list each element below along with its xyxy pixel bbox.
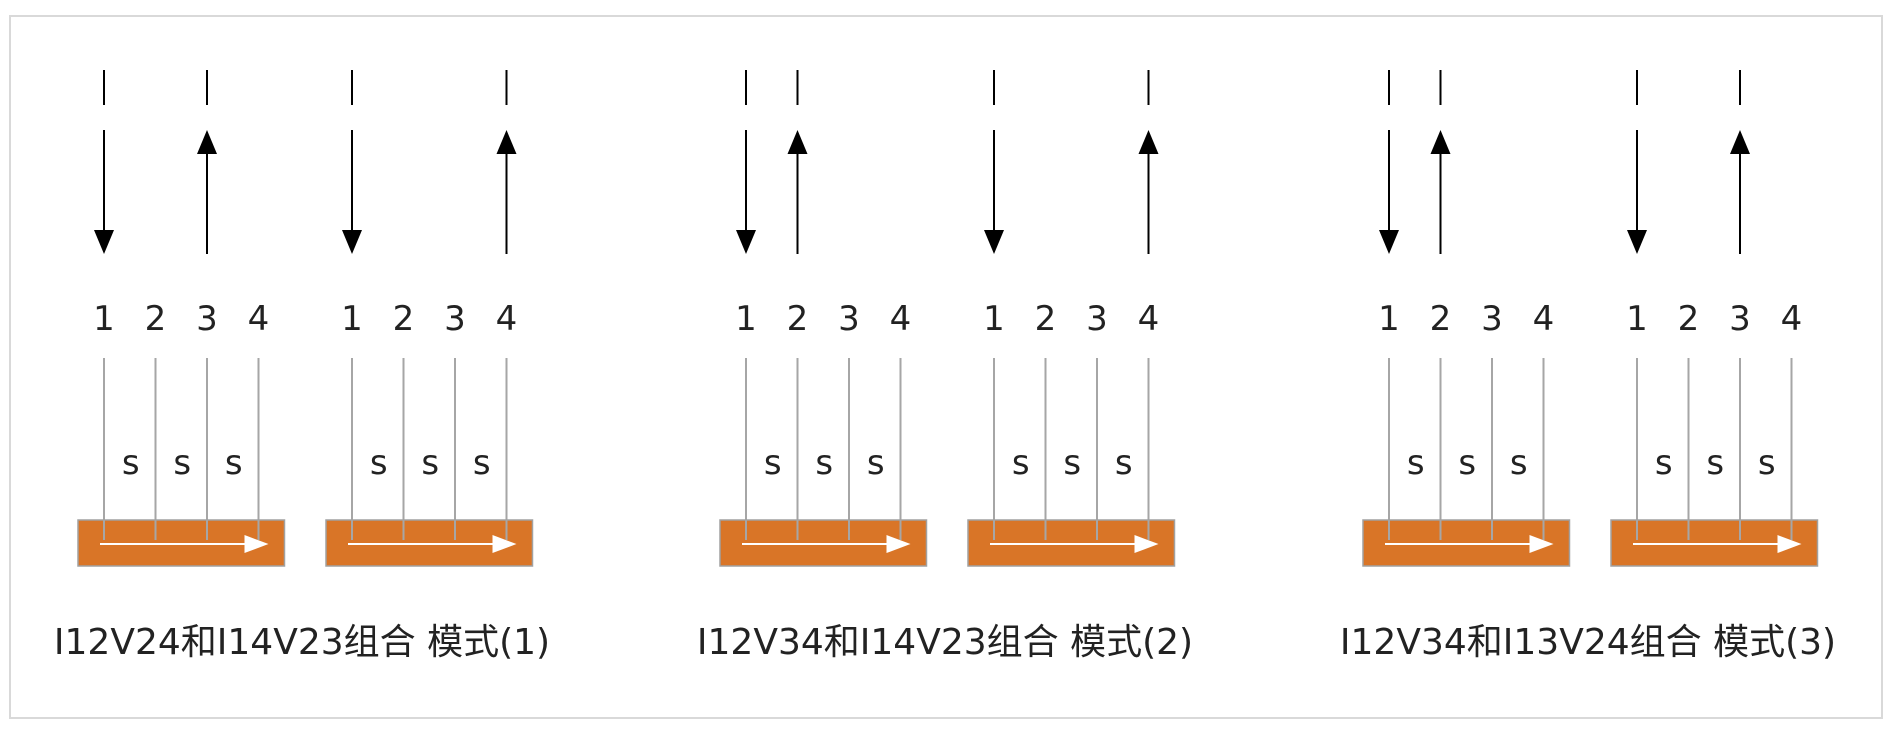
electrode-label-1: 1 — [1378, 299, 1400, 339]
spacing-label: s — [1012, 443, 1030, 483]
electrode-label-3: 3 — [1481, 299, 1503, 339]
electrode-label-3: 3 — [444, 299, 466, 339]
arrow-right-icon — [1529, 535, 1554, 553]
spacing-label: s — [1758, 443, 1776, 483]
electrode-label-4: 4 — [890, 299, 912, 339]
arrow-down-icon — [984, 230, 1004, 254]
spacing-label: s — [1115, 443, 1133, 483]
spacing-label: s — [421, 443, 439, 483]
electrode-label-4: 4 — [1138, 299, 1160, 339]
electrode-label-4: 4 — [496, 299, 518, 339]
arrow-down-icon — [736, 230, 756, 254]
caption-mode-2: I12V34和I14V23组合 模式(2) — [696, 622, 1194, 663]
arrow-up-icon — [197, 130, 217, 154]
arrow-up-icon — [496, 130, 517, 154]
spacing-label: s — [473, 443, 491, 483]
caption-mode-3: I12V34和I13V24组合 模式(3) — [1339, 622, 1837, 663]
arrow-up-icon — [1430, 130, 1451, 154]
arrow-up-icon — [1138, 130, 1159, 154]
arrow-right-icon — [244, 535, 269, 553]
arrow-right-icon — [886, 535, 911, 553]
arrow-up-icon — [787, 130, 808, 154]
arrow-right-icon — [492, 535, 517, 553]
electrode-label-2: 2 — [787, 299, 809, 339]
arrow-right-icon — [1134, 535, 1159, 553]
electrode-label-3: 3 — [196, 299, 218, 339]
arrow-down-icon — [1627, 230, 1647, 254]
diagram-frame — [9, 15, 1883, 719]
electrode-label-1: 1 — [983, 299, 1005, 339]
arrow-right-icon — [1777, 535, 1802, 553]
spacing-label: s — [173, 443, 191, 483]
arrow-down-icon — [1379, 230, 1399, 254]
arrow-down-icon — [94, 230, 114, 254]
arrow-down-icon — [342, 230, 362, 254]
electrode-label-2: 2 — [393, 299, 415, 339]
spacing-label: s — [764, 443, 782, 483]
electrode-label-3: 3 — [1729, 299, 1751, 339]
spacing-label: s — [1655, 443, 1673, 483]
electrode-label-1: 1 — [735, 299, 757, 339]
electrode-label-2: 2 — [1678, 299, 1700, 339]
arrow-up-icon — [1730, 130, 1750, 154]
electrode-label-4: 4 — [248, 299, 270, 339]
electrode-label-1: 1 — [1626, 299, 1648, 339]
electrode-label-2: 2 — [1035, 299, 1057, 339]
electrode-label-1: 1 — [93, 299, 115, 339]
spacing-label: s — [225, 443, 243, 483]
electrode-label-3: 3 — [838, 299, 860, 339]
electrode-label-2: 2 — [1430, 299, 1452, 339]
spacing-label: s — [1458, 443, 1476, 483]
spacing-label: s — [1063, 443, 1081, 483]
spacing-label: s — [1706, 443, 1724, 483]
spacing-label: s — [122, 443, 140, 483]
spacing-label: s — [370, 443, 388, 483]
spacing-label: s — [1510, 443, 1528, 483]
spacing-label: s — [1407, 443, 1425, 483]
electrode-label-1: 1 — [341, 299, 363, 339]
electrode-label-3: 3 — [1086, 299, 1108, 339]
electrode-label-2: 2 — [145, 299, 167, 339]
spacing-label: s — [867, 443, 885, 483]
caption-mode-1: I12V24和I14V23组合 模式(1) — [53, 622, 551, 663]
electrode-label-4: 4 — [1781, 299, 1803, 339]
spacing-label: s — [815, 443, 833, 483]
electrode-label-4: 4 — [1533, 299, 1555, 339]
